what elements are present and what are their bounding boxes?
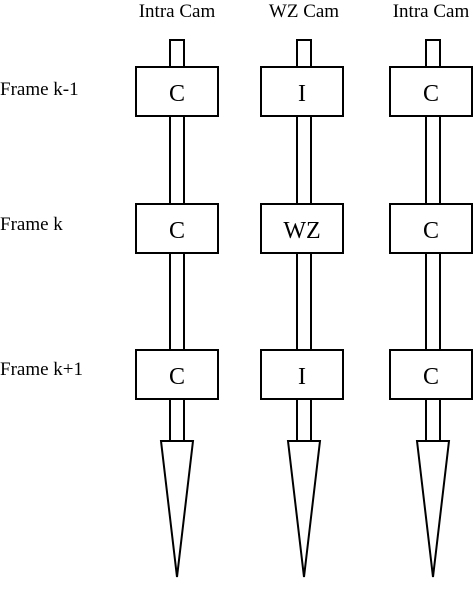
frame-label: C <box>423 81 439 107</box>
frame-label: C <box>169 364 185 390</box>
row-label-frame-k-plus-1: Frame k+1 <box>0 359 83 380</box>
frame-box <box>135 203 219 254</box>
column-wz-cam: I WZ I <box>260 39 344 578</box>
frame-box <box>260 66 344 117</box>
frame-label: I <box>298 81 306 107</box>
frame-box <box>260 349 344 400</box>
frame-box <box>135 66 219 117</box>
frame-box <box>389 203 473 254</box>
frame-label: WZ <box>283 218 320 244</box>
column-intra-cam-right: C C C <box>389 39 473 578</box>
row-label-frame-k: Frame k <box>0 214 63 235</box>
frame-label: C <box>169 218 185 244</box>
timeline-arrowhead <box>286 440 322 578</box>
frame-box <box>260 203 344 254</box>
frame-box <box>389 66 473 117</box>
frame-label: C <box>423 218 439 244</box>
frame-box <box>135 349 219 400</box>
frame-label: C <box>423 364 439 390</box>
timeline-arrowhead <box>415 440 451 578</box>
column-intra-cam-left: C C C <box>135 39 219 578</box>
frame-box <box>389 349 473 400</box>
column-title-wz-cam: WZ Cam <box>269 1 339 22</box>
frame-label: I <box>298 364 306 390</box>
column-title-intra-cam-left: Intra Cam <box>139 1 216 22</box>
column-title-intra-cam-right: Intra Cam <box>393 1 470 22</box>
timeline-arrowhead <box>159 440 195 578</box>
frame-label: C <box>169 81 185 107</box>
row-label-frame-k-minus-1: Frame k-1 <box>0 79 79 100</box>
